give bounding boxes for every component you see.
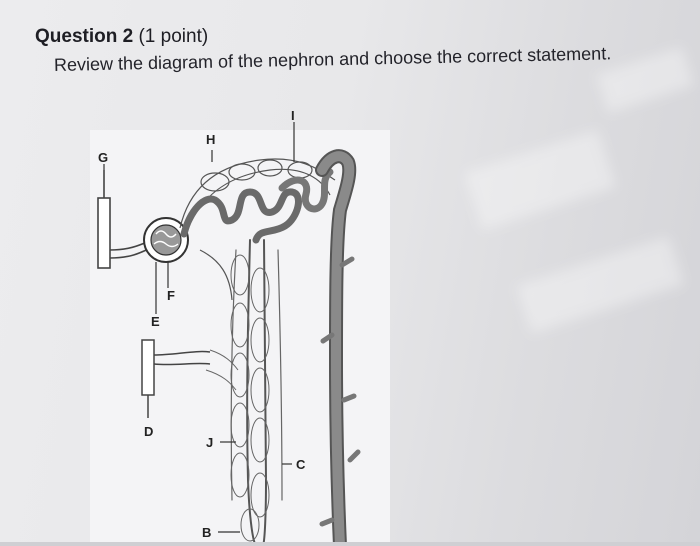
screen-bottom-edge: [0, 542, 700, 546]
proximal-convoluted-tubule: [180, 188, 302, 244]
label-b: B: [202, 525, 211, 540]
distal-convoluted-tubule: [278, 168, 334, 213]
screen-glare: [464, 129, 616, 231]
label-g: G: [98, 150, 108, 165]
vasa-recta: [205, 254, 270, 542]
question-points: (1 point): [138, 26, 209, 47]
vessel-d: [141, 339, 211, 418]
screen-glare: [516, 236, 684, 334]
leader-lines: [103, 122, 295, 533]
glomerulus: [143, 217, 189, 263]
question-number: Question 2: [35, 26, 134, 47]
label-c: C: [296, 457, 306, 472]
label-f: F: [167, 288, 175, 303]
label-i: I: [291, 108, 295, 123]
loop-of-henle: [230, 239, 283, 546]
label-e: E: [151, 314, 160, 329]
question-prompt: Review the diagram of the nephron and ch…: [53, 43, 612, 75]
question-header: Question 2 (1 point): [35, 26, 208, 48]
collecting-duct: [315, 149, 361, 546]
label-j: J: [206, 435, 213, 450]
nephron-diagram-svg: G H I F E D J C B: [90, 108, 390, 546]
label-d: D: [144, 424, 153, 439]
label-h: H: [206, 132, 215, 147]
nephron-diagram: G H I F E D J C B: [60, 100, 400, 546]
